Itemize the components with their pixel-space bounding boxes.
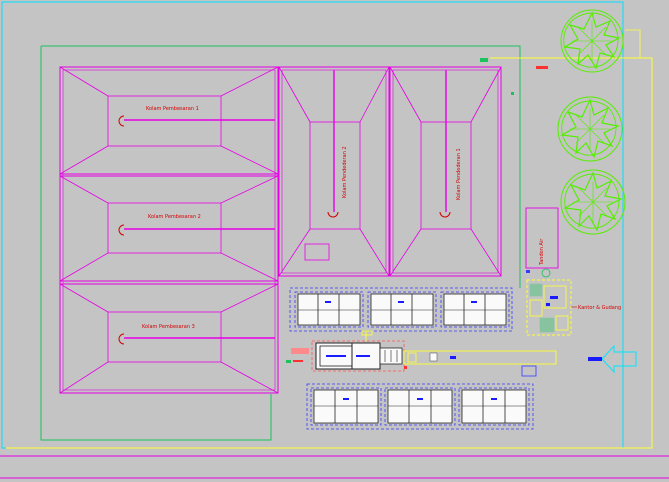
pump-house <box>286 340 405 372</box>
water-supply-branch <box>625 29 641 58</box>
tank-marker <box>526 270 530 273</box>
small-marker <box>511 92 514 95</box>
tank-row-lower <box>306 383 534 430</box>
pond-1-label: Kolam Pembesaran 1 <box>146 106 199 112</box>
valve-marker <box>480 58 488 62</box>
tree-icon <box>557 96 623 162</box>
pond-3 <box>59 283 279 394</box>
well-icon <box>541 268 551 278</box>
pond-2 <box>59 175 279 282</box>
pond-block-frame-inner <box>62 69 276 391</box>
pond-4-label: Kolam Pendederan 2 <box>342 146 348 198</box>
pond-1 <box>59 66 279 175</box>
tree-icon <box>560 9 624 73</box>
boundary-green-top <box>41 45 521 288</box>
tank-row-upper <box>289 287 513 332</box>
pond-2-label: Kolam Pembesaran 2 <box>148 214 201 220</box>
office-building <box>526 279 572 336</box>
connector-box <box>361 330 373 336</box>
drain-channel <box>403 350 557 369</box>
sump-box <box>521 365 537 377</box>
boundary-green-left <box>40 46 272 441</box>
water-tank-building <box>525 207 559 269</box>
pond-4 <box>278 66 390 277</box>
office-label: Kantor & Gudang <box>578 305 621 311</box>
pond-5 <box>389 66 502 277</box>
pond-3-label: Kolam Pembesaran 3 <box>142 324 195 330</box>
entrance-arrow-icon <box>588 344 637 374</box>
outlet-marker <box>536 66 548 69</box>
pond-5-label: Kolam Pendederan 1 <box>456 148 462 200</box>
tank-building-label: Tandon Air <box>539 238 545 266</box>
tree-icon <box>560 169 626 235</box>
